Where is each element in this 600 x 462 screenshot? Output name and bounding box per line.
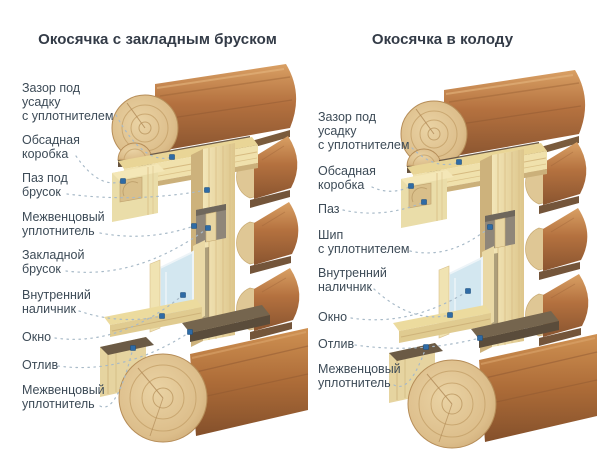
leader-line-tenon-with-sealant [409, 226, 491, 254]
label-casing-box: Обсадная коробка [22, 133, 80, 161]
leader-line-inner-trim [78, 310, 163, 321]
leader-line-casing-box [371, 185, 412, 192]
label-casing-box: Обсадная коробка [318, 164, 376, 192]
label-window: Окно [318, 310, 348, 324]
label-inter-crown-sealant: Межвенцовый уплотнитель [22, 210, 105, 238]
label-embedded-bar: Закладной брусок [22, 248, 85, 276]
label-drip-sill: Отлив [22, 358, 59, 372]
leader-line-casing-box [75, 155, 124, 184]
point-marker-groove [421, 199, 427, 205]
label-window: Окно [22, 330, 52, 344]
panel-title-left: Окосячка с закладным бруском [38, 31, 277, 48]
point-marker-groove-for-bar [204, 187, 210, 193]
label-gap-for-shrinkage: Зазор под усадку с уплотнителем [22, 81, 114, 123]
point-marker-inter-crown-sealant [423, 344, 429, 350]
point-marker-drip-sill [477, 335, 483, 341]
label-groove-for-bar: Паз под брусок [22, 171, 68, 199]
leader-line-window [350, 290, 469, 321]
point-marker-embedded-bar [205, 225, 211, 231]
label-inner-trim: Внутренний наличник [22, 288, 91, 316]
leader-line-groove [342, 201, 425, 214]
point-marker-drip-sill [187, 329, 193, 335]
leader-line-drip-sill [57, 331, 191, 369]
label-tenon-with-sealant: Шип с уплотнителем [318, 228, 410, 256]
leader-line-gap-for-shrinkage [115, 114, 173, 159]
point-marker-inner-trim [447, 312, 453, 318]
label-inter-crown-sealant-2: Межвенцовый уплотнитель [22, 383, 105, 411]
label-groove: Паз [318, 202, 340, 216]
point-marker-window [180, 292, 186, 298]
label-drip-sill: Отлив [318, 337, 355, 351]
point-marker-casing-box [408, 183, 414, 189]
label-gap-for-shrinkage: Зазор под усадку с уплотнителем [318, 110, 410, 152]
point-marker-casing-box [120, 178, 126, 184]
label-inter-crown-sealant: Межвенцовый уплотнитель [318, 362, 401, 390]
point-marker-inter-crown-sealant-2 [130, 345, 136, 351]
leader-line-inter-crown-sealant-2 [99, 347, 134, 408]
point-marker-inter-crown-sealant [191, 223, 197, 229]
point-marker-tenon-with-sealant [487, 224, 493, 230]
point-marker-inner-trim [159, 313, 165, 319]
label-inner-trim: Внутренний наличник [318, 266, 387, 294]
point-marker-gap-for-shrinkage [169, 154, 175, 160]
leader-line-inter-crown-sealant [99, 225, 195, 237]
leader-line-groove-for-bar [66, 189, 208, 199]
point-marker-window [465, 288, 471, 294]
panel-title-right: Окосячка в колоду [371, 31, 514, 48]
illustration-right [388, 69, 598, 449]
point-marker-gap-for-shrinkage [456, 159, 462, 165]
leader-line-drip-sill [354, 337, 481, 349]
illustration-left [99, 63, 309, 443]
leader-line-gap-for-shrinkage [411, 147, 460, 166]
